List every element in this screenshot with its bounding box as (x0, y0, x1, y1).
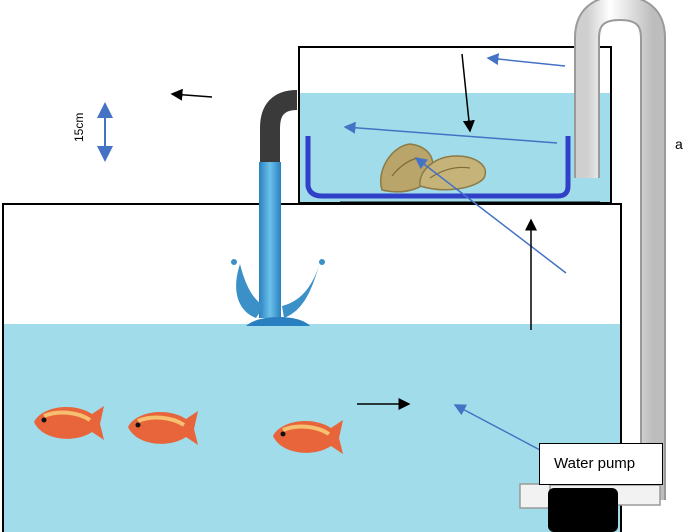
flow-arrow (453, 404, 541, 451)
pump-icon (548, 488, 618, 532)
outlet-hose (260, 90, 298, 162)
flow-arrow (343, 121, 558, 144)
fish-tank (2, 203, 622, 532)
flow-arrows (97, 53, 567, 451)
flow-arrow (170, 88, 213, 101)
pump-label-box: Water pump (539, 443, 663, 485)
flow-arrow (461, 53, 475, 133)
fish-icon (34, 406, 104, 440)
plant-tray (305, 136, 571, 199)
flow-arrow (414, 157, 567, 274)
pump-label: Water pump (554, 455, 636, 472)
height-label: 15cm (72, 112, 86, 142)
fish-icon (128, 411, 198, 445)
plant-clump-icon (380, 143, 487, 193)
water-stream-icon (231, 162, 325, 326)
fish-icon (273, 420, 343, 454)
flow-arrow (486, 53, 566, 67)
side-label: a (675, 136, 683, 152)
